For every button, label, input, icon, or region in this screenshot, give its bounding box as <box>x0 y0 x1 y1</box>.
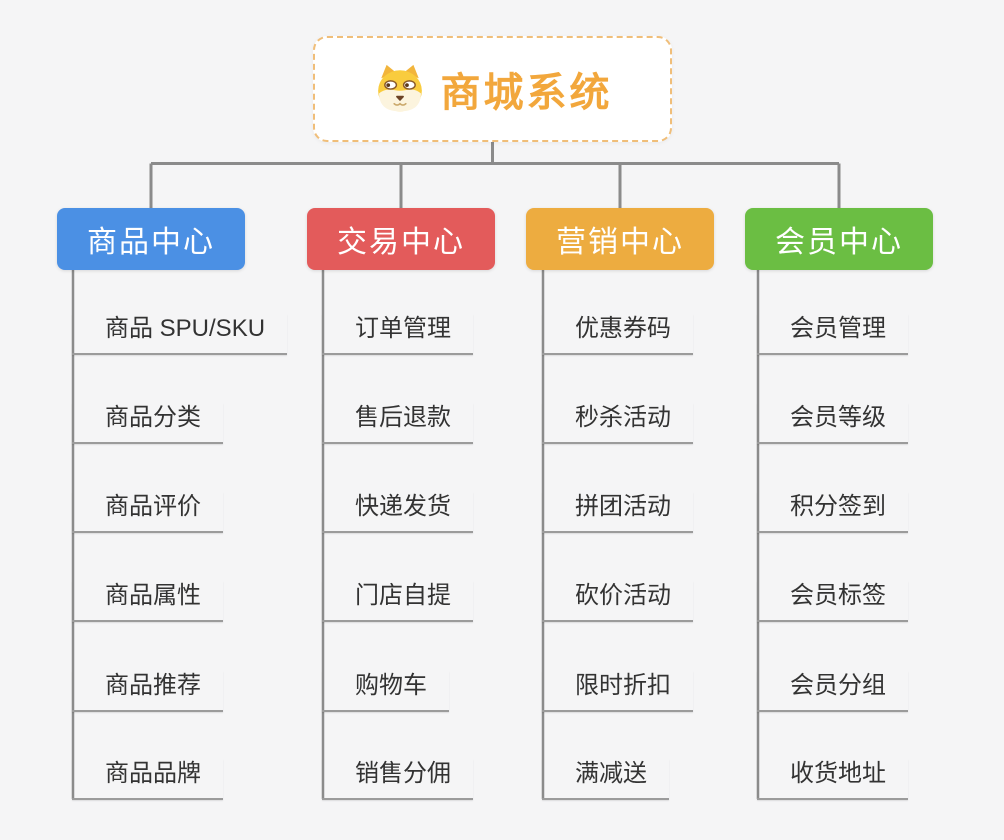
leaf-node[interactable]: 商品推荐 <box>72 671 223 712</box>
leaf-node[interactable]: 满减送 <box>542 759 669 800</box>
branch-label: 交易中心 <box>337 226 465 259</box>
branch-node-trade-center[interactable]: 交易中心 <box>307 208 495 270</box>
leaf-node[interactable]: 限时折扣 <box>542 671 693 712</box>
root-title: 商城系统 <box>440 71 613 115</box>
root-branch-connectors <box>149 142 841 208</box>
leaf-node[interactable]: 会员标签 <box>757 581 908 622</box>
leaf-node[interactable]: 门店自提 <box>322 581 473 622</box>
branch-label: 会员中心 <box>775 226 903 259</box>
leaf-node[interactable]: 拼团活动 <box>542 492 693 533</box>
leaf-node[interactable]: 积分签到 <box>757 492 908 533</box>
shiba-dog-icon <box>377 64 422 112</box>
branch-node-product-center[interactable]: 商品中心 <box>57 208 245 270</box>
leaf-node[interactable]: 砍价活动 <box>542 581 693 622</box>
leaf-node[interactable]: 收货地址 <box>757 759 908 800</box>
leaf-node[interactable]: 快递发货 <box>322 492 473 533</box>
leaf-node[interactable]: 销售分佣 <box>322 759 473 800</box>
leaf-node[interactable]: 会员分组 <box>757 671 908 712</box>
root-node[interactable]: 商城系统 <box>313 36 672 142</box>
branch-node-member-center[interactable]: 会员中心 <box>745 208 933 270</box>
leaf-node[interactable]: 订单管理 <box>322 314 473 355</box>
leaf-node[interactable]: 秒杀活动 <box>542 403 693 444</box>
leaf-node[interactable]: 优惠券码 <box>542 314 693 355</box>
leaf-node[interactable]: 商品品牌 <box>72 759 223 800</box>
leaf-node[interactable]: 商品属性 <box>72 581 223 622</box>
branch-label: 营销中心 <box>556 226 684 259</box>
branch-node-marketing-center[interactable]: 营销中心 <box>526 208 714 270</box>
leaf-node[interactable]: 商品 SPU/SKU <box>72 314 288 355</box>
leaf-node[interactable]: 售后退款 <box>322 403 473 444</box>
leaf-node[interactable]: 会员等级 <box>757 403 908 444</box>
branch-label: 商品中心 <box>87 226 215 259</box>
leaf-node[interactable]: 会员管理 <box>757 314 908 355</box>
leaf-node[interactable]: 商品评价 <box>72 492 223 533</box>
leaf-node[interactable]: 购物车 <box>322 671 449 712</box>
leaf-node[interactable]: 商品分类 <box>72 403 223 444</box>
